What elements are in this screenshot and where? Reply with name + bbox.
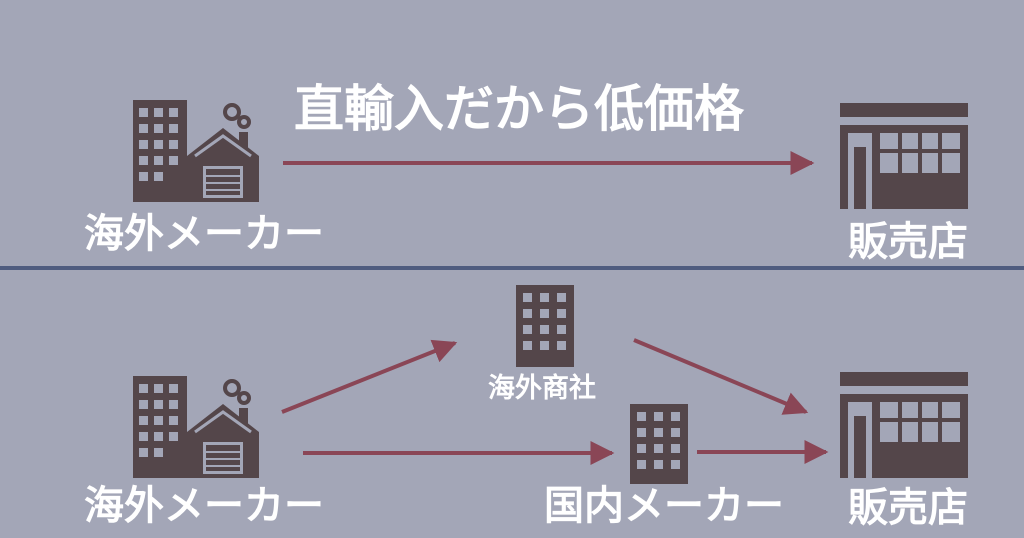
bottom-source-label: 海外メーカー: [84, 483, 324, 529]
factory-icon: [133, 100, 259, 202]
arrow-maker-to-trader: [281, 339, 458, 414]
arrow-trader-to-shop: [633, 338, 809, 415]
trader-label: 海外商社: [488, 373, 596, 404]
bottom-dest-label: 販売店: [848, 485, 968, 531]
top-source-label: 海外メーカー: [84, 211, 324, 257]
top-title: 直輸入だから低価格: [294, 80, 744, 138]
office-building-icon-trader: [516, 285, 574, 367]
top-dest-label: 販売店: [848, 219, 968, 265]
shop-icon: [840, 103, 968, 209]
domestic-label: 国内メーカー: [544, 483, 784, 529]
section-divider: [0, 266, 1024, 270]
office-building-icon-domestic: [630, 404, 688, 484]
shop-icon-bottom: [840, 372, 968, 478]
factory-icon-bottom: [133, 376, 259, 478]
